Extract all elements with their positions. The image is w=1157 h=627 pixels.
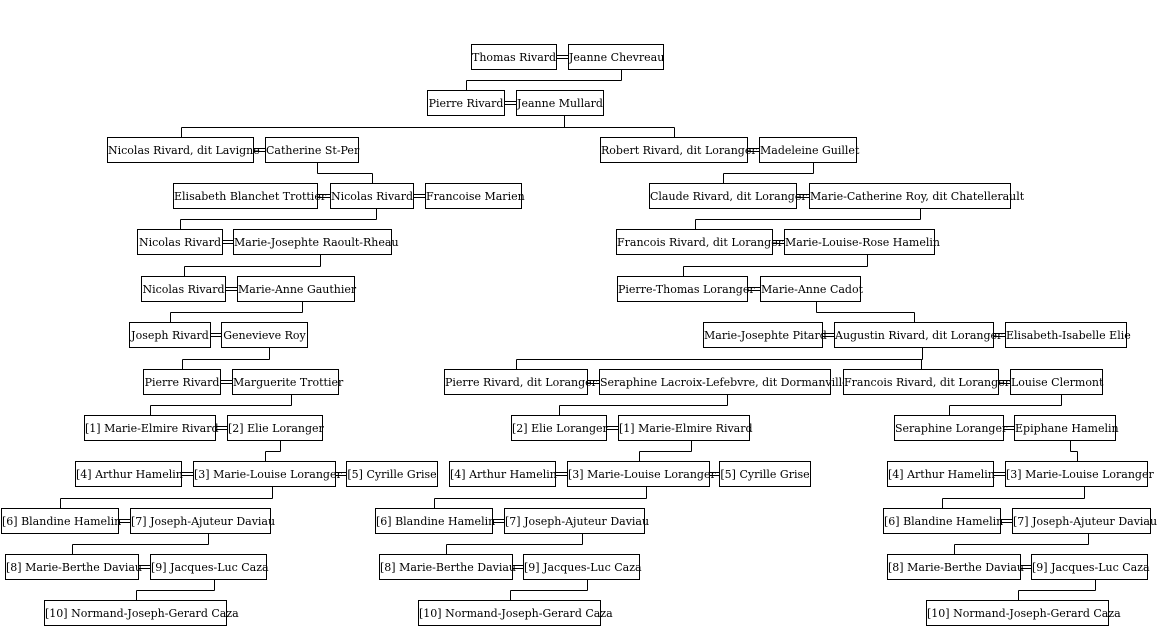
person-joseph-ajuteur-daviau: [7] Joseph-Ajuteur Daviau [130,508,275,534]
person-elisabeth-isabelle-elie: Elisabeth-Isabelle Elie [1005,322,1131,348]
person-elisabeth-blanchet-trottier: Elisabeth Blanchet Trottier [173,183,326,209]
person-thomas-rivard: Thomas Rivard [471,44,557,70]
person-normand-joseph-gerard-caza: [10] Normand-Joseph-Gerard Caza [418,600,613,626]
person-nicolas-rivard: Nicolas Rivard [330,183,414,209]
person-jeanne-mullard: Jeanne Mullard [516,90,604,116]
person-nicolas-rivard: Nicolas Rivard [137,229,223,255]
person-joseph-ajuteur-daviau: [7] Joseph-Ajuteur Daviau [1012,508,1157,534]
person-elie-loranger: [2] Elie Loranger [511,415,608,441]
person-marie-berthe-daviau: [8] Marie-Berthe Daviau [887,554,1024,580]
person-seraphine-lacroix-lefebvre: Seraphine Lacroix-Lefebvre, dit Dormanvi… [599,369,849,395]
person-marie-anne-gauthier: Marie-Anne Gauthier [237,276,356,302]
person-robert-rivard-dit-loranger: Robert Rivard, dit Loranger [600,137,757,163]
person-epiphane-hamelin: Epiphane Hamelin [1014,415,1119,441]
person-jeanne-chevreau: Jeanne Chevreau [568,44,664,70]
person-genevieve-roy: Genevieve Roy [221,322,308,348]
person-blandine-hamelin: [6] Blandine Hamelin [375,508,495,534]
person-cyrille-grise: [5] Cyrille Grise [719,461,811,487]
person-jacques-luc-caza: [9] Jacques-Luc Caza [150,554,269,580]
person-marie-elmire-rivard: [1] Marie-Elmire Rivard [618,415,753,441]
person-joseph-rivard: Joseph Rivard [129,322,211,348]
person-marie-louise-loranger: [3] Marie-Louise Loranger [567,461,716,487]
person-cyrille-grise: [5] Cyrille Grise [346,461,438,487]
person-blandine-hamelin: [6] Blandine Hamelin [883,508,1003,534]
person-claude-rivard-dit-loranger: Claude Rivard, dit Loranger [649,183,807,209]
person-nicolas-rivard-dit-lavigne: Nicolas Rivard, dit Lavigne [107,137,260,163]
person-madeleine-guillet: Madeleine Guillet [759,137,859,163]
person-marie-anne-cadot: Marie-Anne Cadot [760,276,863,302]
person-pierre-thomas-loranger: Pierre-Thomas Loranger [617,276,755,302]
person-nicolas-rivard: Nicolas Rivard [141,276,226,302]
person-augustin-rivard-dit-loranger: Augustin Rivard, dit Loranger [834,322,1002,348]
person-marie-josephte-pitard: Marie-Josephte Pitard [703,322,827,348]
person-jacques-luc-caza: [9] Jacques-Luc Caza [1031,554,1150,580]
person-marguerite-trottier: Marguerite Trottier [232,369,343,395]
person-marie-louise-rose-hamelin: Marie-Louise-Rose Hamelin [784,229,940,255]
person-normand-joseph-gerard-caza: [10] Normand-Joseph-Gerard Caza [926,600,1121,626]
person-arthur-hamelin: [4] Arthur Hamelin [887,461,995,487]
person-marie-josephte-raoult-rheau: Marie-Josephte Raoult-Rheau [233,229,399,255]
person-francois-rivard-dit-loranger: Francois Rivard, dit Loranger [616,229,783,255]
person-marie-elmire-rivard: [1] Marie-Elmire Rivard [84,415,219,441]
person-elie-loranger: [2] Elie Loranger [227,415,324,441]
person-louise-clermont: Louise Clermont [1010,369,1103,395]
person-francois-rivard-dit-loranger: Francois Rivard, dit Loranger [843,369,1010,395]
person-marie-berthe-daviau: [8] Marie-Berthe Daviau [379,554,516,580]
person-arthur-hamelin: [4] Arthur Hamelin [75,461,183,487]
person-catherine-st-per: Catherine St-Per [265,137,359,163]
person-pierre-rivard-dit-loranger: Pierre Rivard, dit Loranger [444,369,597,395]
person-marie-louise-loranger: [3] Marie-Louise Loranger [1005,461,1154,487]
person-pierre-rivard: Pierre Rivard [427,90,505,116]
person-marie-catherine-roy: Marie-Catherine Roy, dit Chatellerault [809,183,1024,209]
person-pierre-rivard: Pierre Rivard [143,369,221,395]
person-joseph-ajuteur-daviau: [7] Joseph-Ajuteur Daviau [504,508,649,534]
person-marie-louise-loranger: [3] Marie-Louise Loranger [193,461,342,487]
person-blandine-hamelin: [6] Blandine Hamelin [1,508,121,534]
person-jacques-luc-caza: [9] Jacques-Luc Caza [523,554,642,580]
person-arthur-hamelin: [4] Arthur Hamelin [449,461,557,487]
person-seraphine-loranger: Seraphine Loranger [894,415,1007,441]
person-francoise-marien: Francoise Marien [425,183,525,209]
person-normand-joseph-gerard-caza: [10] Normand-Joseph-Gerard Caza [44,600,239,626]
person-marie-berthe-daviau: [8] Marie-Berthe Daviau [5,554,142,580]
